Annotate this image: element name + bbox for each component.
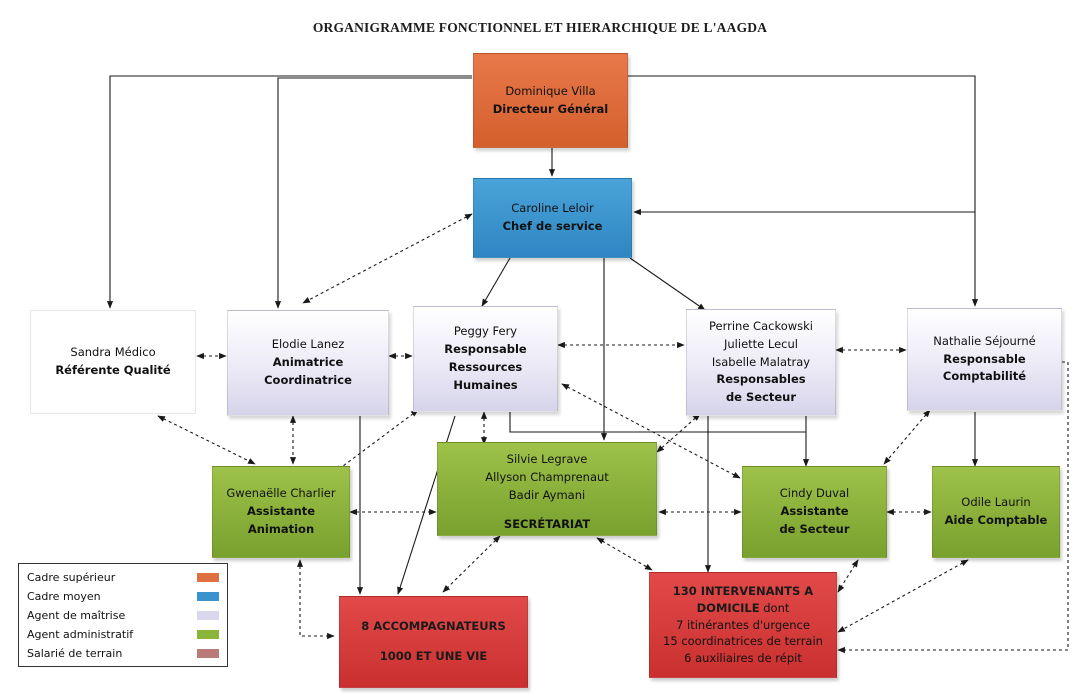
nathalie-role-1: Responsable (943, 351, 1026, 366)
perrine-role-2: de Secteur (725, 390, 797, 405)
legend-item: Cadre moyen (27, 587, 219, 606)
box-peggy-fery: Peggy Fery Responsable Ressources Humain… (413, 306, 558, 412)
legend-swatch (197, 592, 219, 601)
cs-name: Caroline Leloir (511, 201, 594, 216)
box-gwenaelle-charlier: Gwenaëlle Charlier Assistante Animation (212, 466, 350, 558)
interv-domicile: DOMICILE (696, 600, 760, 615)
legend-swatch (197, 573, 219, 582)
elodie-name: Elodie Lanez (271, 337, 345, 352)
interv-line-4: 15 coordinatrices de terrain (663, 634, 823, 649)
box-nathalie-sejourne: Nathalie Séjourné Responsable Comptabili… (907, 308, 1062, 411)
peggy-role-1: Responsable (444, 342, 527, 357)
interv-dont: dont (759, 600, 790, 615)
box-intervenants: 130 INTERVENANTS A DOMICILE dont 7 itiné… (649, 572, 837, 678)
odile-role: Aide Comptable (944, 513, 1048, 527)
box-chef-de-service: Caroline Leloir Chef de service (473, 178, 632, 258)
legend-label: Agent administratif (27, 628, 134, 641)
interv-line-1: 130 INTERVENANTS A (672, 584, 814, 599)
elodie-role-2: Coordinatrice (264, 372, 352, 387)
box-sandra-medico: Sandra Médico Référente Qualité (30, 310, 196, 414)
legend-item: Agent de maîtrise (27, 606, 219, 625)
cs-role: Chef de service (502, 219, 603, 233)
gwen-role-2: Animation (247, 521, 315, 536)
accomp-line-2: 1000 ET UNE VIE (379, 649, 488, 663)
peggy-name: Peggy Fery (453, 324, 518, 339)
dg-role: Directeur Général (492, 101, 609, 116)
accomp-line-1: 8 ACCOMPAGNATEURS (361, 619, 506, 634)
dg-name: Dominique Villa (505, 83, 596, 98)
badir-name: Badir Aymani (508, 487, 586, 502)
box-responsables-secteur: Perrine Cackowski Juliette Lecul Isabell… (686, 309, 836, 416)
box-secretariat: Silvie Legrave Allyson Champrenaut Badir… (437, 442, 657, 536)
odile-name: Odile Laurin (961, 495, 1031, 510)
peggy-role-3: Humaines (453, 377, 518, 392)
silvie-name: Silvie Legrave (506, 452, 588, 466)
legend-item: Agent administratif (27, 625, 219, 644)
perrine-role-1: Responsables (716, 372, 806, 387)
legend-swatch (197, 630, 219, 639)
interv-line-5: 6 auxiliaires de répit (684, 651, 802, 665)
isabelle-name: Isabelle Malatray (711, 354, 811, 369)
secretariat-label: SECRÉTARIAT (503, 517, 591, 532)
box-accompagnateurs: 8 ACCOMPAGNATEURS 1000 ET UNE VIE (339, 596, 528, 688)
legend-swatch (197, 649, 219, 658)
legend-label: Cadre supérieur (27, 571, 116, 584)
box-directeur-general: Dominique Villa Directeur Général (473, 53, 628, 148)
cindy-role-2: de Secteur (779, 521, 850, 536)
peggy-role-2: Ressources (448, 360, 523, 374)
legend-label: Agent de maîtrise (27, 609, 126, 622)
juliette-name: Juliette Lecul (724, 336, 798, 351)
box-elodie-lanez: Elodie Lanez Animatrice Coordinatrice (227, 310, 389, 416)
page-title: ORGANIGRAMME FONCTIONNEL ET HIERARCHIQUE… (312, 20, 768, 35)
legend-item: Cadre supérieur (27, 568, 219, 587)
perrine-name: Perrine Cackowski (708, 318, 813, 333)
nathalie-role-2: Comptabilité (942, 369, 1027, 384)
interv-line-2: DOMICILE dont (697, 600, 790, 617)
sandra-name: Sandra Médico (70, 345, 156, 360)
legend-label: Cadre moyen (27, 590, 101, 603)
elodie-role-1: Animatrice (272, 355, 344, 370)
box-cindy-duval: Cindy Duval Assistante de Secteur (742, 466, 887, 558)
legend-item: Salarié de terrain (27, 644, 219, 663)
gwen-name: Gwenaëlle Charlier (226, 486, 336, 501)
interv-line-3: 7 itinérantes d'urgence (676, 617, 810, 632)
gwen-role-1: Assistante (246, 504, 316, 519)
box-odile-laurin: Odile Laurin Aide Comptable (932, 466, 1060, 558)
cindy-name: Cindy Duval (779, 486, 850, 501)
legend-swatch (197, 611, 219, 620)
legend-label: Salarié de terrain (27, 647, 123, 660)
cindy-role-1: Assistante (780, 504, 849, 519)
sandra-role: Référente Qualité (55, 363, 171, 377)
allyson-name: Allyson Champrenaut (485, 469, 609, 484)
legend: Cadre supérieur Cadre moyen Agent de maî… (18, 563, 228, 667)
nathalie-name: Nathalie Séjourné (933, 333, 1036, 348)
